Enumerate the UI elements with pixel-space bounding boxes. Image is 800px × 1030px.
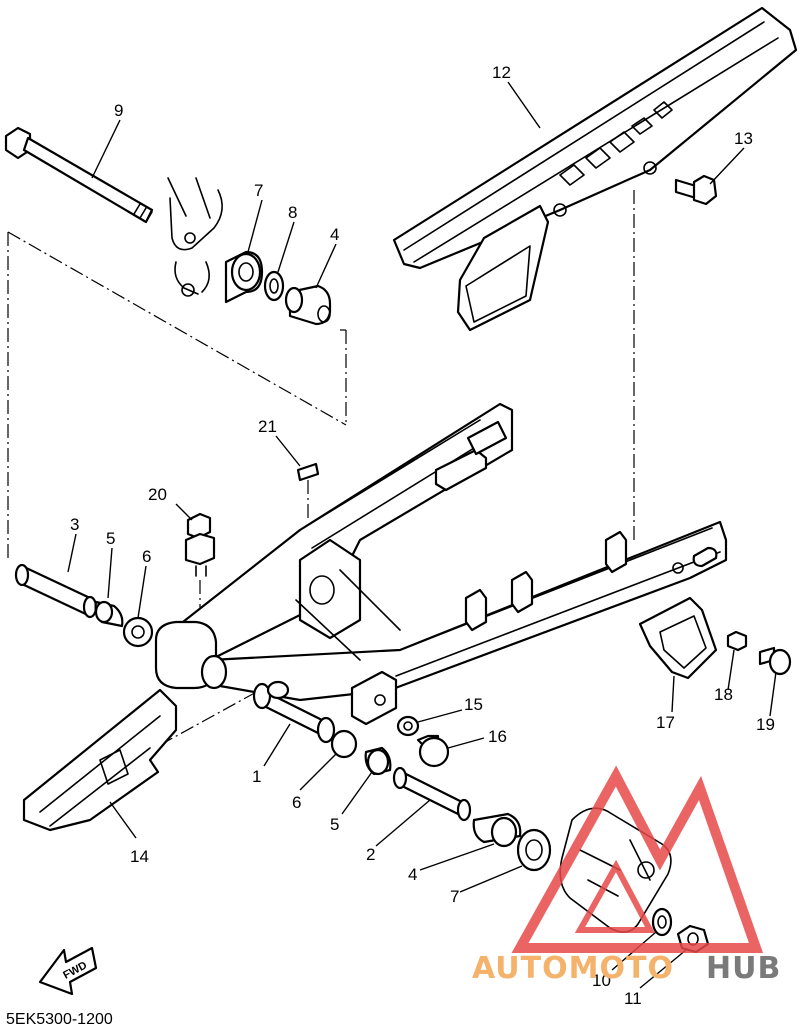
callout-6-left: 6 — [142, 547, 151, 566]
callout-7-top: 7 — [254, 181, 263, 200]
bolt-19 — [758, 646, 792, 676]
watermark-text-a: AUTOMOTO — [472, 951, 674, 986]
callout-18: 18 — [714, 685, 733, 704]
collar-left — [122, 616, 154, 648]
callout-21: 21 — [258, 417, 277, 436]
callout-4-top: 4 — [330, 225, 339, 244]
washer-15 — [396, 715, 420, 737]
callout-16: 16 — [488, 727, 507, 746]
callout-10: 10 — [592, 971, 611, 990]
bushing-1 — [252, 680, 336, 744]
callout-6-right: 6 — [292, 793, 301, 812]
alignment-lines — [7, 190, 635, 746]
callout-15: 15 — [464, 695, 483, 714]
collar-right — [330, 729, 358, 759]
callout-11: 11 — [624, 989, 642, 1008]
callout-5-right: 5 — [330, 815, 339, 834]
bushing-bottom — [472, 812, 522, 848]
callout-14: 14 — [130, 847, 149, 866]
bushing-top — [284, 284, 332, 326]
watermark-logo — [511, 765, 764, 953]
washer-bottom — [651, 907, 673, 937]
callout-2: 2 — [366, 845, 375, 864]
callout-9: 9 — [114, 101, 123, 120]
caution-label — [296, 462, 320, 482]
swingarm — [154, 402, 728, 726]
chain-guard — [22, 688, 178, 832]
frame-bracket-top — [167, 177, 223, 297]
callout-labels: 9 7 8 4 12 13 21 20 3 5 6 14 1 6 5 2 4 7… — [70, 63, 775, 1008]
pivot-bolt — [4, 126, 154, 224]
collar-18 — [726, 630, 748, 652]
watermark-triangle-inner — [574, 859, 655, 933]
callout-20: 20 — [148, 485, 167, 504]
bushing-2 — [392, 766, 472, 822]
forward-arrow: FWD — [38, 946, 98, 996]
spacer-right — [364, 746, 392, 776]
callout-8: 8 — [288, 203, 297, 222]
callout-1: 1 — [252, 767, 261, 786]
diagram-code: 5EK5300-1200 — [6, 1011, 113, 1028]
grease-nipple — [184, 512, 216, 577]
callout-19: 19 — [756, 715, 775, 734]
bearing-bottom — [516, 828, 552, 872]
watermark-triangle — [511, 765, 764, 953]
chain-case — [392, 6, 798, 332]
watermark-text-b: HUB — [706, 951, 781, 986]
callout-17: 17 — [656, 713, 675, 732]
callout-5-left: 5 — [106, 529, 115, 548]
spacer-left — [94, 600, 124, 628]
callout-4-bottom: 4 — [408, 865, 417, 884]
plate — [638, 596, 718, 680]
callout-3: 3 — [70, 515, 79, 534]
bushing-left — [14, 563, 98, 619]
bearing-top — [224, 250, 264, 304]
callout-13: 13 — [734, 129, 753, 148]
bolt-16 — [416, 734, 450, 768]
callout-7-bottom: 7 — [450, 887, 459, 906]
callout-12: 12 — [492, 63, 511, 82]
washer-top — [263, 270, 285, 302]
chain-case-bolt — [674, 174, 718, 206]
